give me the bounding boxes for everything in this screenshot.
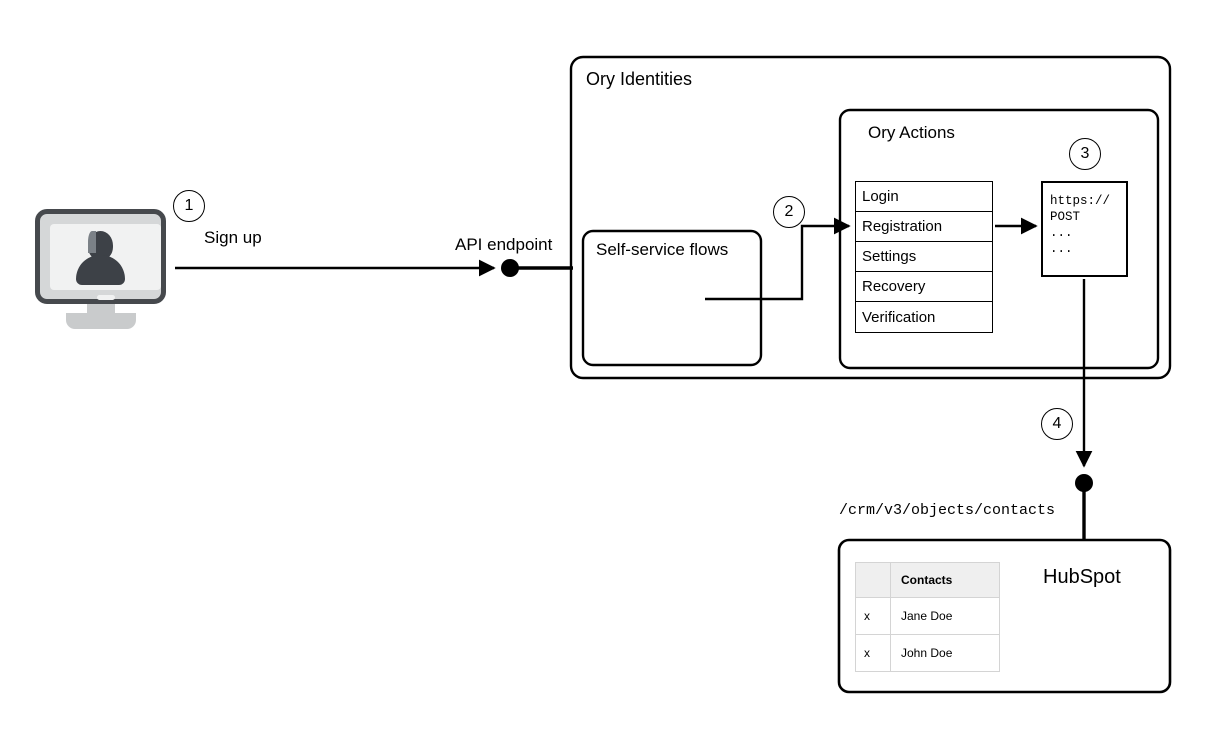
contacts-table: Contacts x Jane Doe x John Doe — [855, 562, 1000, 672]
ory-actions-title: Ory Actions — [868, 123, 955, 142]
flow-item-label: Registration — [862, 218, 943, 235]
avatar-body — [76, 255, 125, 285]
table-header-row: Contacts — [855, 562, 1000, 598]
flow-item-settings[interactable]: Settings — [856, 242, 992, 272]
user-monitor-icon — [35, 209, 166, 329]
step-circle-4: 4 — [1041, 408, 1073, 440]
hubspot-endpoint-dot — [1075, 474, 1093, 492]
contacts-table-head: Contacts — [855, 562, 1000, 598]
webhook-code-line: ... — [1050, 226, 1073, 240]
step-circle-3: 3 — [1069, 138, 1101, 170]
table-row[interactable]: x Jane Doe — [855, 597, 1000, 635]
ory-identities-title: Ory Identities — [586, 69, 693, 89]
webhook-code-box: https:// POST ... ... — [1041, 181, 1128, 277]
column-header-select — [855, 562, 891, 598]
connector-flow-to-registration — [705, 217, 851, 301]
step-circle-2: 2 — [773, 196, 805, 228]
flow-item-label: Recovery — [862, 278, 926, 295]
flow-item-label: Login — [862, 188, 899, 205]
self-service-flow-list: Login Registration Settings Recovery Ver… — [855, 181, 993, 333]
self-service-flows-title: Self-service flows — [596, 240, 729, 259]
hubspot-box — [837, 538, 1172, 694]
flow-item-verification[interactable]: Verification — [856, 302, 992, 332]
ory-actions-box — [838, 108, 1160, 370]
row-contact-name: John Doe — [890, 634, 1000, 672]
flow-item-label: Settings — [862, 248, 917, 265]
api-endpoint-dot — [501, 259, 519, 277]
contacts-table-body: x Jane Doe x John Doe — [855, 597, 1000, 672]
column-header-contacts: Contacts — [890, 562, 1000, 598]
flow-item-registration[interactable]: Registration — [856, 212, 992, 242]
webhook-code-line: POST — [1050, 210, 1081, 224]
monitor-notch — [97, 295, 115, 300]
ory-identities-box — [569, 55, 1172, 380]
webhook-code-line: https:// — [1050, 194, 1111, 208]
signup-label: Sign up — [204, 228, 262, 247]
webhook-code-line: ... — [1050, 242, 1073, 256]
monitor-base — [66, 313, 136, 329]
row-select-mark[interactable]: x — [855, 634, 891, 672]
hubspot-endpoint-path: /crm/v3/objects/contacts — [839, 502, 1056, 519]
flow-item-label: Verification — [862, 308, 936, 326]
self-service-flows-box — [581, 229, 763, 367]
table-row[interactable]: x John Doe — [855, 634, 1000, 672]
api-endpoint-label: API endpoint — [455, 235, 553, 254]
avatar-head-highlight — [88, 231, 96, 253]
row-contact-name: Jane Doe — [890, 597, 1000, 635]
flow-item-recovery[interactable]: Recovery — [856, 272, 992, 302]
hubspot-title: HubSpot — [1043, 566, 1121, 588]
flow-item-login[interactable]: Login — [856, 182, 992, 212]
row-select-mark[interactable]: x — [855, 597, 891, 635]
step-circle-1: 1 — [173, 190, 205, 222]
monitor-neck — [87, 303, 115, 320]
